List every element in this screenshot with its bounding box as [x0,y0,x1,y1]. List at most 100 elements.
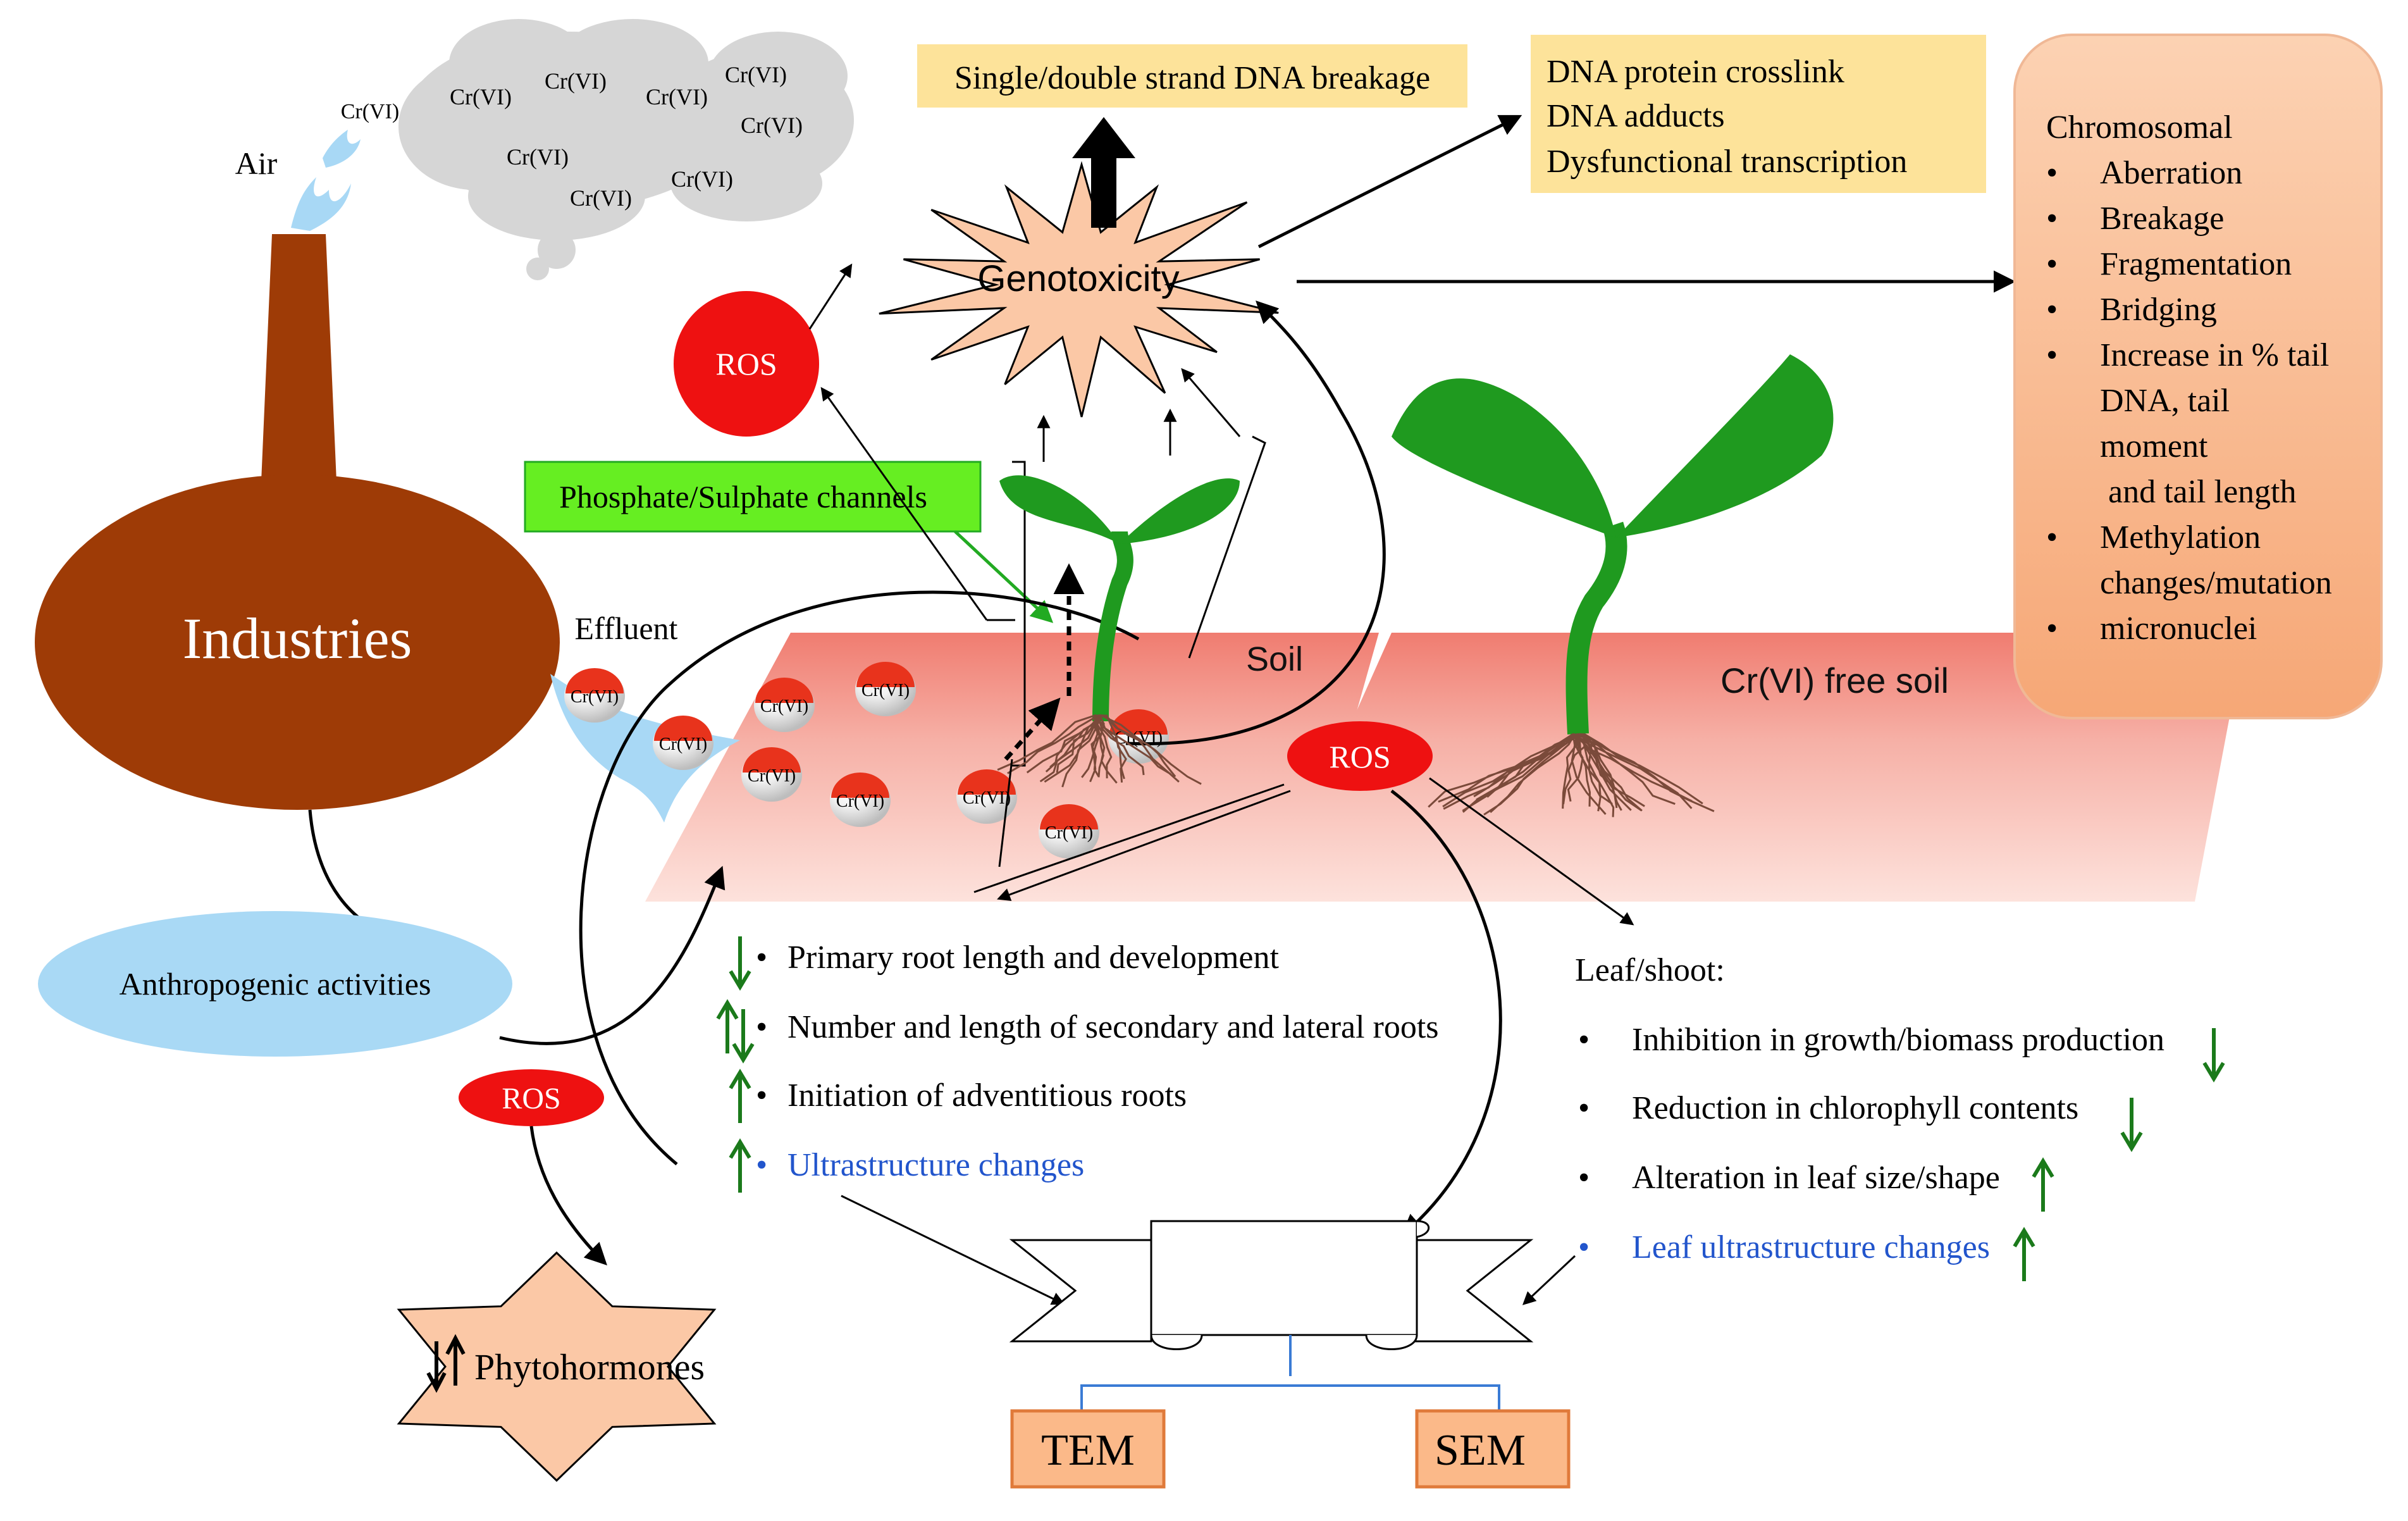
cloud-crvi-5: Cr(VI) [741,113,803,138]
arrow-ros-to-root-effects-3 [998,759,1013,867]
arrow-geno-to-dna-effects [1257,115,1522,249]
cloud-crvi-7: Cr(VI) [570,185,632,211]
crvi-particle: Cr(VI) [754,678,815,732]
industries-ellipse [35,475,560,810]
chromosomal-bullet-2: • [2046,201,2058,237]
dna-effect-1: DNA protein crosslink [1547,54,1844,90]
arrow-ros-to-leaf-effects [1429,777,1634,926]
tem-box [1010,1409,1166,1489]
leaf-effect-bullet-4: • [1578,1229,1590,1265]
scroll-connector [1080,1335,1500,1411]
chromosomal-bullet-5: • [2046,337,2058,373]
crvi-particle-label: Cr(VI) [1045,823,1093,843]
chromosomal-list: • Aberration • Breakage • Fragmentation … [2046,155,2332,647]
crvi-particle: Cr(VI) [956,769,1017,824]
chromosomal-item-2: Breakage [2100,201,2224,237]
root-effects-arrows [716,936,755,1193]
chromosomal-item-7: moment [2100,428,2208,464]
leaf-effect-4: Leaf ultrastructure changes [1632,1229,1990,1265]
dna-effect-3: Dysfunctional transcription [1547,144,1907,180]
chromosomal-bullet-4: • [2046,292,2058,328]
dna-effects-list: DNA protein crosslink DNA adducts Dysfun… [1547,54,1907,180]
cloud-crvi-3: Cr(VI) [646,84,708,109]
root-effect-bullet-3: • [756,1077,767,1114]
crvi-particle-label: Cr(VI) [571,687,619,707]
root-effect-2: Number and length of secondary and later… [787,1009,1439,1045]
uptake-bracket [987,435,1266,767]
root-effect-bullet-2: • [756,1009,767,1045]
phytohormone-arrows [426,1334,466,1393]
genotoxicity-star [879,161,1279,418]
ros-top-circle [674,291,819,437]
dna-breakage-label: Single/double strand DNA breakage [954,60,1430,96]
leaf-effect-3: Alteration in leaf size/shape [1632,1160,2000,1196]
arrow-ros-to-phytohormones [529,1126,607,1265]
cloud-crvi-6: Cr(VI) [507,144,569,170]
crvi-particle-label: Cr(VI) [836,792,884,811]
ros-top-label: ROS [715,346,777,382]
root-effect-4: Ultrastructure changes [787,1147,1084,1183]
seedling-healthy [1392,354,1834,817]
leaf-effect-bullet-3: • [1578,1160,1590,1196]
phytohormones-star [397,1251,717,1482]
crvi-particle-label: Cr(VI) [659,735,707,754]
soil-plate-free [1271,633,2245,902]
cloud-crvi-8: Cr(VI) [671,166,733,192]
anthropogenic-label: Anthropogenic activities [120,966,431,1002]
cloud-crvi-1: Cr(VI) [450,84,512,109]
arrow-ros-to-root-effects [997,790,1291,902]
ros-middle-label: ROS [1329,739,1390,774]
chromosomal-box [2013,34,2383,719]
channels-label: Phosphate/Sulphate channels [559,479,927,514]
loop-arrow-roots-to-geno [1125,301,1386,746]
air-label: Air [235,146,278,181]
chromosomal-item-5: Increase in % tail [2100,337,2329,373]
soil-label: Soil [1246,640,1303,678]
root-effect-bullet-1: • [756,940,767,976]
dna-effect-2: DNA adducts [1547,98,1725,134]
smoke-puff [291,130,361,231]
arrow-ros-to-scroll [1390,790,1502,1237]
chromosomal-item-10: changes/mutation [2100,565,2332,601]
crvi-particle-label: Cr(VI) [748,766,796,786]
arrow-anthropogenic-to-soil [499,866,725,1045]
root-effect-1: Primary root length and development [787,940,1279,976]
leaf-effects-list: • Inhibition in growth/biomass productio… [1578,1022,2164,1265]
chimney [259,234,338,525]
chromosomal-bullet-1: • [2046,155,2058,191]
arrow-ros-to-root-effects-2 [973,783,1285,893]
crvi-particle: Cr(VI) [1039,804,1099,859]
chromosomal-item-1: Aberration [2100,155,2242,191]
breakage-thick-arrow [1072,117,1135,228]
crvi-particle: Cr(VI) [653,716,713,770]
sem-label: SEM [1435,1426,1526,1475]
air-crvi-label: Cr(VI) [341,100,400,123]
chromosomal-bullet-11: • [2046,611,2058,647]
cr-free-soil-label: Cr(VI) free soil [1720,661,1949,700]
leaf-effects-title: Leaf/shoot: [1575,952,1725,988]
microscopy-scroll [1009,1220,1534,1350]
root-effect-3: Initiation of adventitious roots [787,1077,1187,1114]
chromosomal-item-9: Methylation [2100,519,2261,556]
chromosomal-item-3: Fragmentation [2100,246,2292,282]
dotted-arrow-1 [1004,697,1061,761]
chromosomal-item-8: and tail length [2100,474,2296,510]
arrow-ros-to-geno [808,263,853,330]
crvi-particle: Cr(VI) [564,668,625,723]
ros-left-ellipse [459,1069,604,1126]
chromosomal-item-4: Bridging [2100,292,2217,328]
leaf-effect-bullet-1: • [1578,1022,1590,1058]
cloud-crvi-4: Cr(VI) [725,62,787,87]
arrow-channels-to-root [954,530,1054,623]
arrow-leaf-to-scroll [1522,1255,1576,1305]
crvi-particle: Cr(VI) [741,747,802,802]
arrow-root-to-scroll [841,1195,1065,1305]
leaf-effect-bullet-2: • [1578,1090,1590,1126]
crvi-particle-label: Cr(VI) [760,697,808,716]
cloud-crvi-2: Cr(VI) [545,68,607,94]
ros-left-label: ROS [502,1082,560,1115]
ros-middle-ellipse [1287,721,1433,791]
loop-arrow-effluent [579,590,1140,1165]
leaf-effect-2: Reduction in chlorophyll contents [1632,1090,2078,1126]
